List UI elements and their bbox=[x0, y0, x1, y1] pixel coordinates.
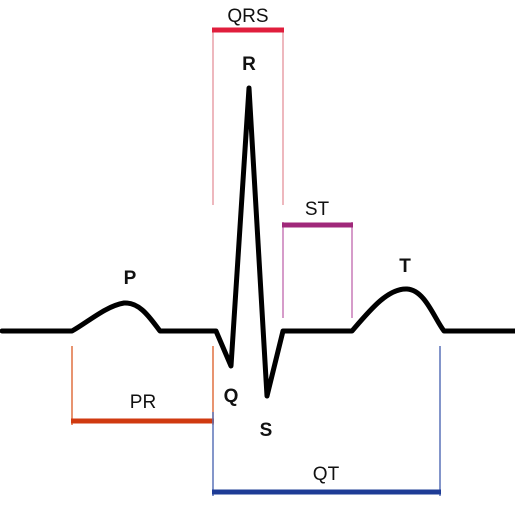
r-wave-label: R bbox=[242, 54, 256, 75]
q-wave-label: Q bbox=[224, 386, 239, 407]
qt-interval-marker bbox=[212, 346, 441, 496]
ecg-waveform-trace bbox=[0, 85, 515, 399]
pr-label: PR bbox=[130, 392, 156, 413]
qrs-label: QRS bbox=[227, 6, 268, 27]
st-label: ST bbox=[305, 199, 330, 220]
p-wave-label: P bbox=[124, 268, 137, 289]
pr-interval-marker bbox=[71, 346, 214, 425]
qrs-interval-marker bbox=[212, 27, 284, 205]
st-segment-marker bbox=[282, 222, 353, 318]
qt-label: QT bbox=[313, 464, 340, 485]
t-wave-label: T bbox=[399, 256, 411, 277]
s-wave-label: S bbox=[260, 420, 273, 441]
